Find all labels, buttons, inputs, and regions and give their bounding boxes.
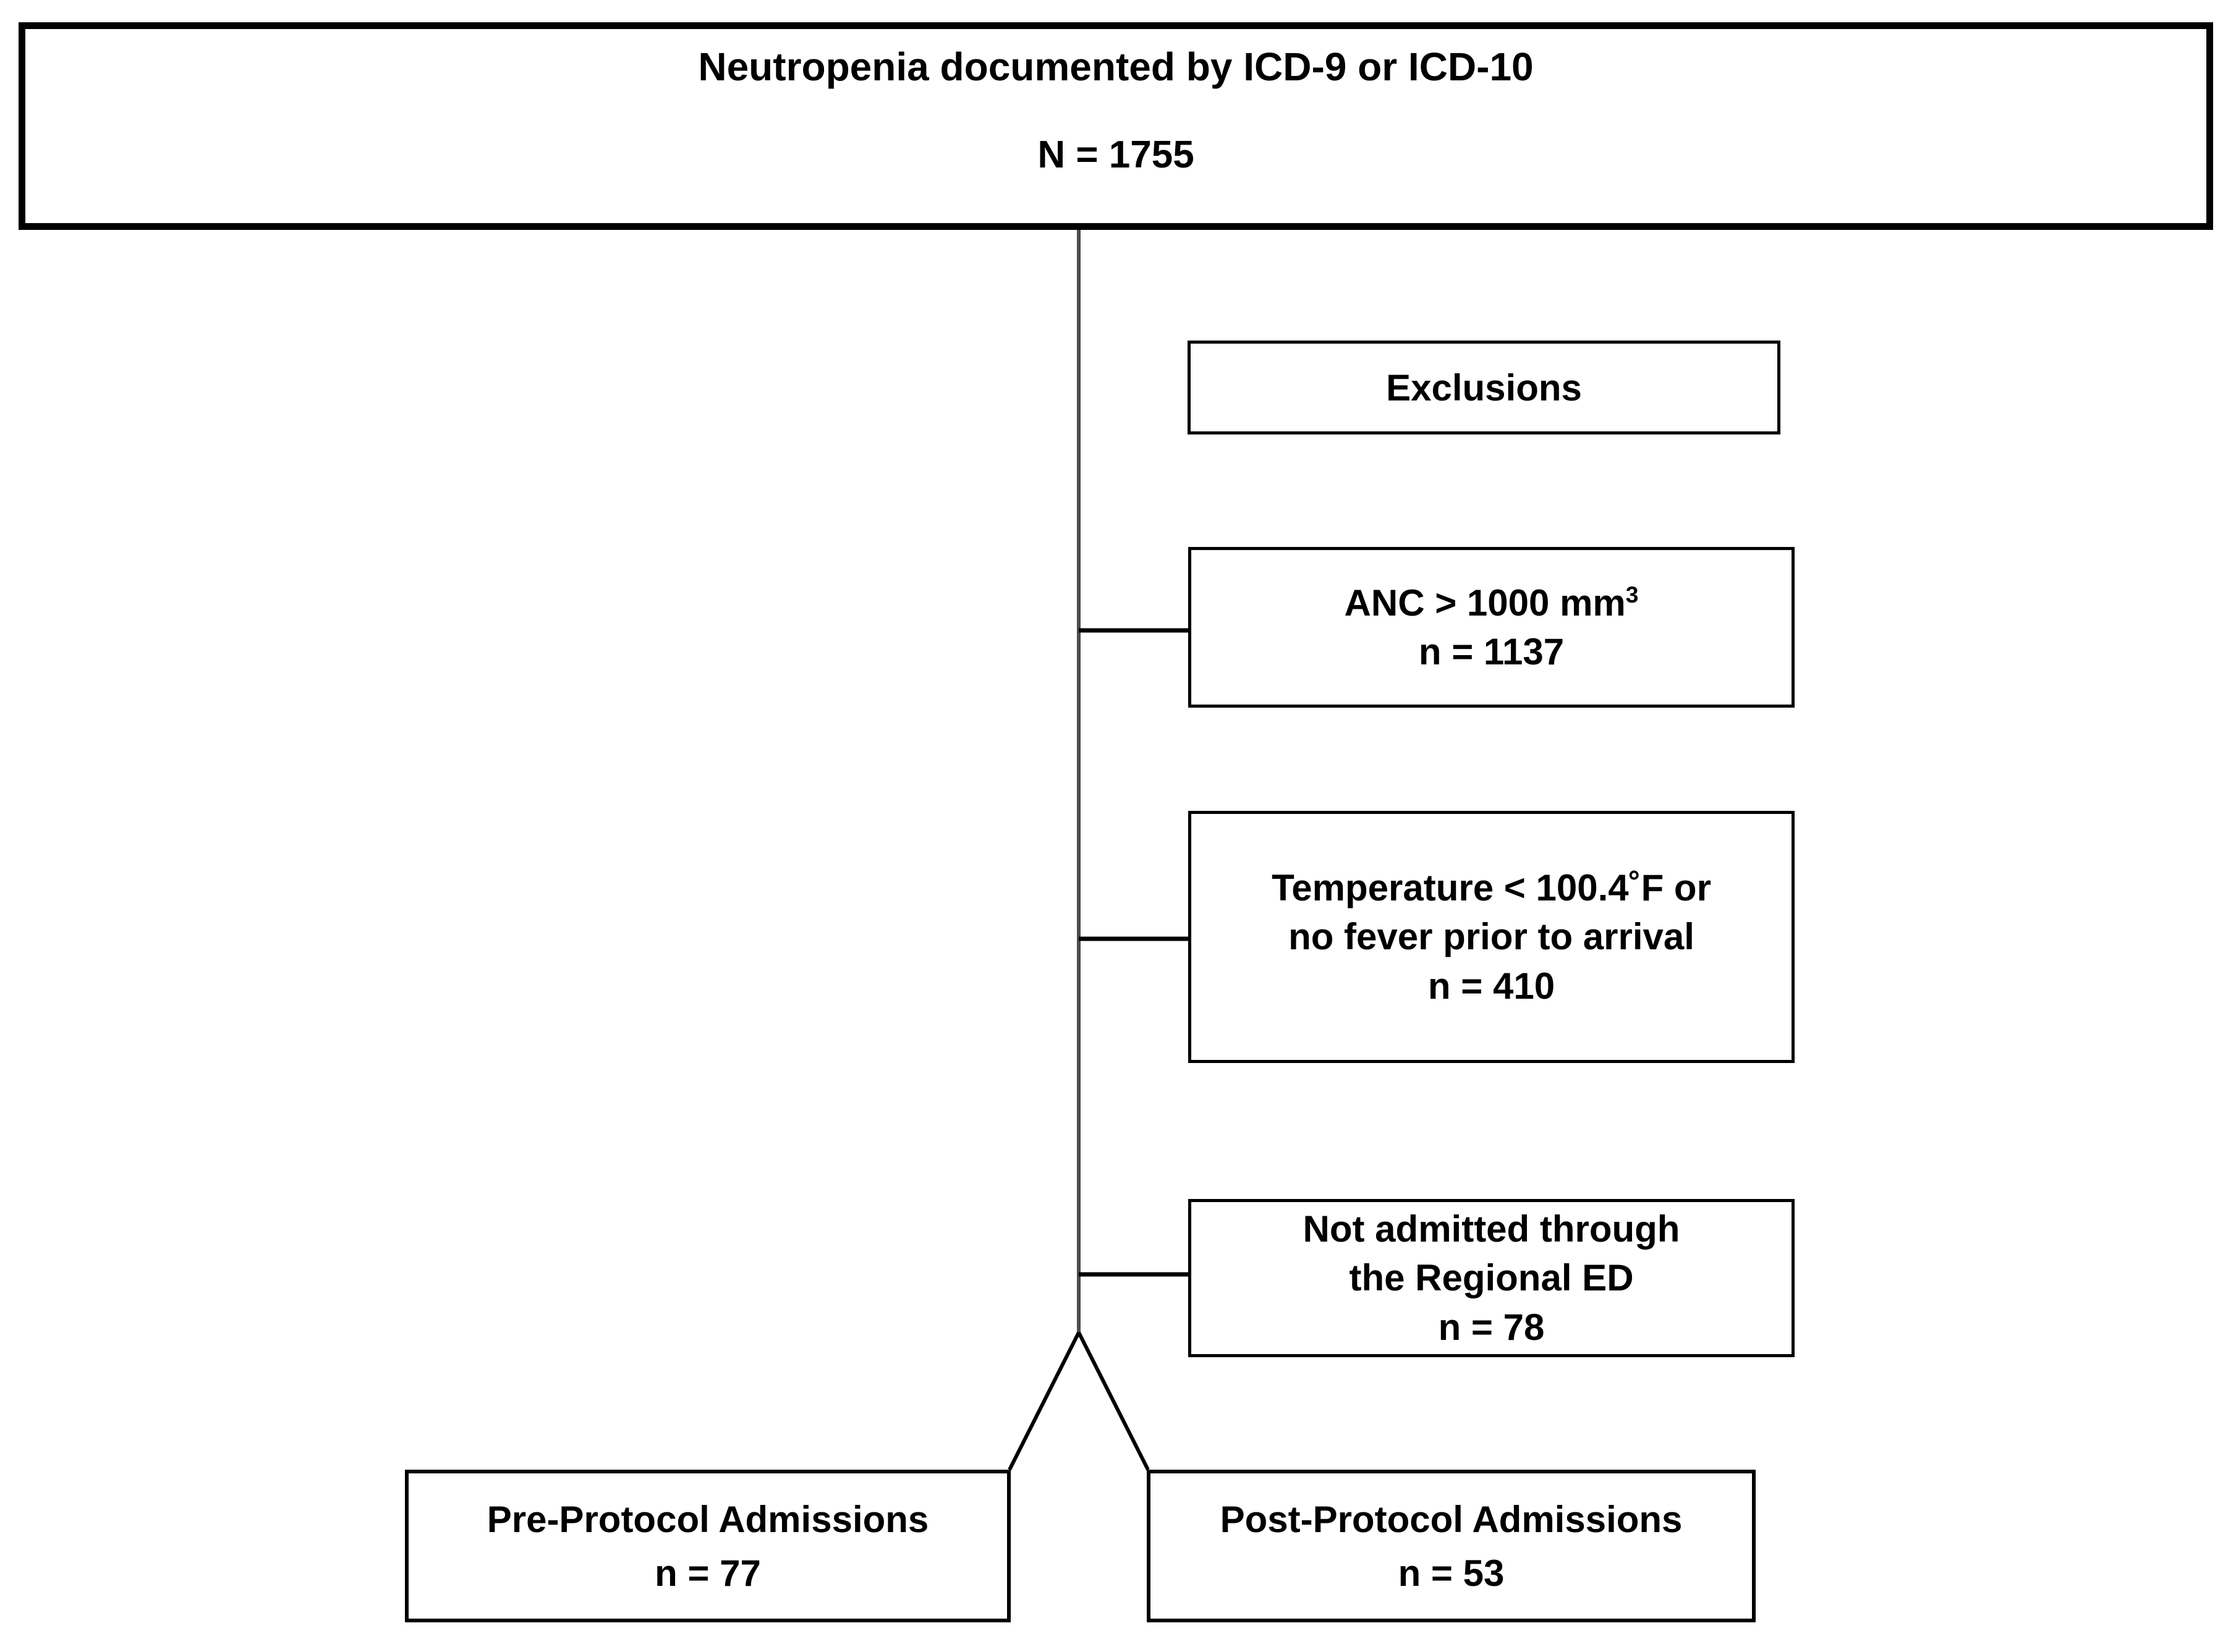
branch-line-pre-protocol <box>1008 1331 1081 1471</box>
enrollment-box: Neutropenia documented by ICD-9 or ICD-1… <box>19 22 2213 230</box>
cohort-post-protocol-count: n = 53 <box>1398 1552 1505 1594</box>
exclusion-box-not-admitted: Not admitted through the Regional ED n =… <box>1188 1199 1795 1357</box>
cohort-pre-protocol-count: n = 77 <box>655 1552 761 1594</box>
exclusion-not-admitted-line1: Not admitted through <box>1303 1208 1680 1250</box>
enrollment-title: Neutropenia documented by ICD-9 or ICD-1… <box>698 44 1534 89</box>
cohort-box-pre-protocol: Pre-Protocol Admissions n = 77 <box>405 1470 1011 1622</box>
exclusion-temperature-criterion-suffix: F or <box>1641 867 1711 909</box>
exclusions-header-box: Exclusions <box>1188 341 1780 434</box>
branch-line-post-protocol <box>1077 1331 1150 1471</box>
exclusion-box-temperature: Temperature < 100.4˚F or no fever prior … <box>1188 811 1795 1063</box>
exclusion-temperature-criterion-line2: no fever prior to arrival <box>1288 916 1694 958</box>
exclusion-anc-count: n = 1137 <box>1418 631 1565 672</box>
exclusion-temperature-criterion-prefix: Temperature < 100.4 <box>1272 867 1629 909</box>
exclusion-temperature-count: n = 410 <box>1427 965 1555 1007</box>
enrollment-count: N = 1755 <box>1037 133 1194 177</box>
exclusion-anc-criterion-text: ANC > 1000 mm <box>1344 582 1626 624</box>
cohort-pre-protocol-label: Pre-Protocol Admissions <box>487 1498 929 1540</box>
cohort-post-protocol-label: Post-Protocol Admissions <box>1220 1498 1683 1540</box>
degree-symbol-icon: ˚ <box>1628 867 1641 909</box>
exclusion-not-admitted-count: n = 78 <box>1438 1306 1545 1348</box>
exclusion-anc-superscript: 3 <box>1625 581 1639 608</box>
cohort-box-post-protocol: Post-Protocol Admissions n = 53 <box>1147 1470 1756 1622</box>
exclusion-not-admitted-line2: the Regional ED <box>1349 1257 1634 1299</box>
exclusions-header-label: Exclusions <box>1386 366 1582 409</box>
exclusion-anc-criterion: ANC > 1000 mm3 <box>1345 578 1639 627</box>
exclusion-box-anc: ANC > 1000 mm3 n = 1137 <box>1188 547 1795 708</box>
exclusion-temperature-criterion-line1: Temperature < 100.4˚F or <box>1272 863 1711 912</box>
